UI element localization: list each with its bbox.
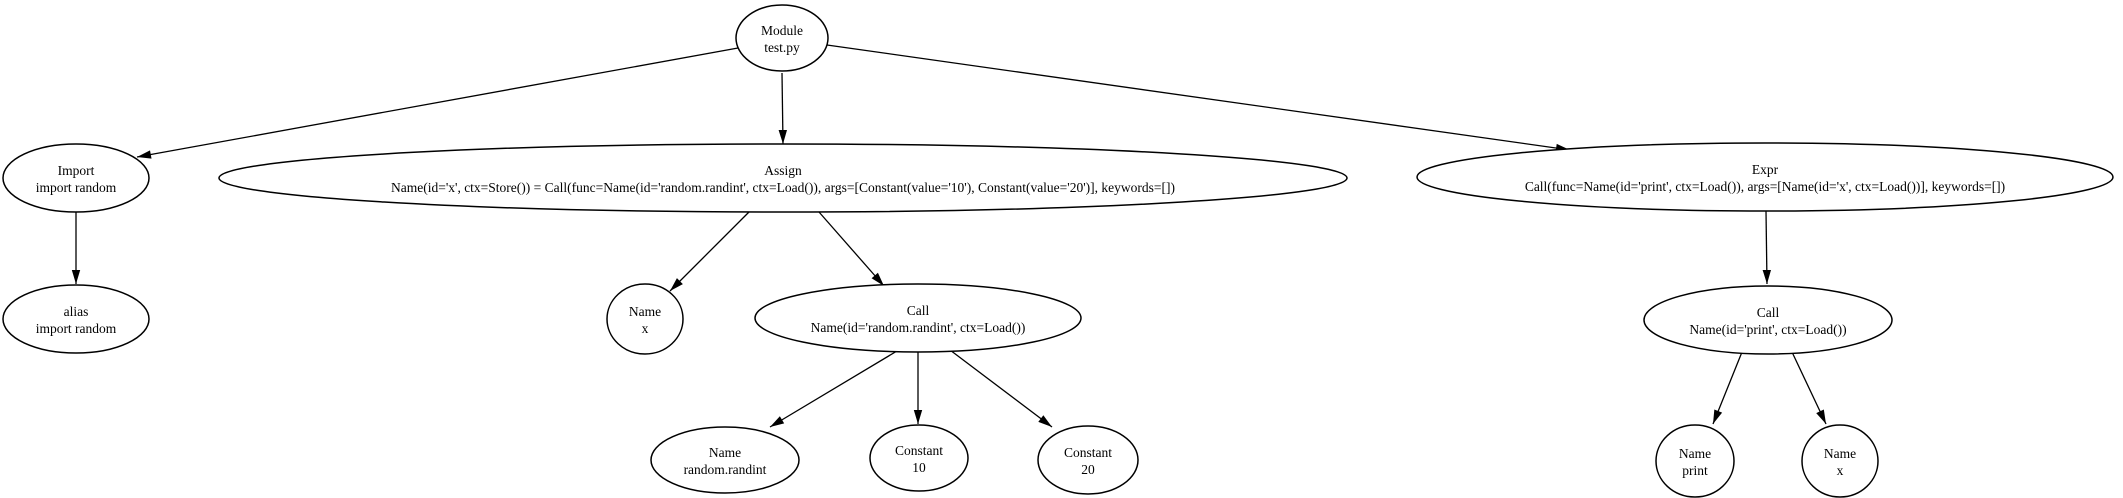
name-random-randint-ellipse <box>650 426 800 494</box>
edge-module-expr <box>826 44 1571 153</box>
constant-10-ellipse <box>869 424 969 492</box>
edge-call-print-name-print <box>1712 351 1743 425</box>
node-alias: alias import random <box>2 284 150 354</box>
node-subtitle: test.py <box>764 40 800 55</box>
node-constant-20: Constant 20 <box>1037 425 1139 495</box>
node-title: Expr <box>1752 162 1779 177</box>
node-title: Call <box>1757 305 1780 320</box>
edge-call-name-random-randint <box>769 350 898 428</box>
node-name-print: Name print <box>1655 424 1735 498</box>
edge-assign-name-x <box>669 211 750 292</box>
node-subtitle: x <box>642 321 649 336</box>
edges-layer <box>71 44 1827 428</box>
node-name-x-expr: Name x <box>1801 424 1879 498</box>
call-print-ellipse <box>1643 285 1893 355</box>
node-subtitle: x <box>1837 463 1844 478</box>
edge-call-print-name-x <box>1791 351 1827 425</box>
node-subtitle: Name(id='print', ctx=Load()) <box>1689 322 1846 337</box>
node-title: Constant <box>895 443 943 458</box>
node-title: Import <box>58 163 95 178</box>
node-import: Import import random <box>2 143 150 213</box>
node-name-random-randint: Name random.randint <box>650 426 800 494</box>
node-expr: Expr Call(func=Name(id='print', ctx=Load… <box>1416 142 2114 212</box>
alias-ellipse <box>2 284 150 354</box>
node-constant-10: Constant 10 <box>869 424 969 492</box>
name-x-ellipse <box>606 283 684 355</box>
edge-call-constant-20 <box>949 349 1053 428</box>
node-subtitle: Name(id='random.randint', ctx=Load()) <box>811 320 1026 335</box>
name-print-ellipse <box>1655 424 1735 498</box>
node-call-print: Call Name(id='print', ctx=Load()) <box>1643 285 1893 355</box>
call-randint-ellipse <box>754 283 1082 353</box>
node-title: Name <box>629 304 661 319</box>
nodes-layer: Module test.py Import import random Assi… <box>2 4 2114 498</box>
edge-module-import <box>136 47 739 159</box>
node-subtitle: print <box>1682 463 1708 478</box>
node-subtitle: Call(func=Name(id='print', ctx=Load()), … <box>1525 179 2005 194</box>
node-call-randint: Call Name(id='random.randint', ctx=Load(… <box>754 283 1082 353</box>
node-title: Name <box>1679 446 1711 461</box>
node-subtitle: Name(id='x', ctx=Store()) = Call(func=Na… <box>391 180 1175 195</box>
node-subtitle: 10 <box>912 460 926 475</box>
node-title: Call <box>907 303 930 318</box>
node-title: Name <box>1824 446 1856 461</box>
node-title: Constant <box>1064 445 1112 460</box>
edge-expr-call-print <box>1762 210 1772 285</box>
node-assign: Assign Name(id='x', ctx=Store()) = Call(… <box>218 143 1348 213</box>
node-module: Module test.py <box>735 4 829 72</box>
node-subtitle: import random <box>36 180 117 195</box>
import-ellipse <box>2 143 150 213</box>
assign-ellipse <box>218 143 1348 213</box>
node-title: Name <box>709 445 741 460</box>
node-subtitle: random.randint <box>684 462 767 477</box>
constant-20-ellipse <box>1037 425 1139 495</box>
node-subtitle: import random <box>36 321 117 336</box>
expr-ellipse <box>1416 142 2114 212</box>
node-title: Module <box>761 23 803 38</box>
name-x-expr-ellipse <box>1801 424 1879 498</box>
node-title: Assign <box>764 163 802 178</box>
node-subtitle: 20 <box>1081 462 1095 477</box>
module-ellipse <box>735 4 829 72</box>
edge-module-assign <box>778 72 788 145</box>
edge-assign-call-randint <box>818 211 885 287</box>
node-name-x-assign: Name x <box>606 283 684 355</box>
node-title: alias <box>64 304 89 319</box>
